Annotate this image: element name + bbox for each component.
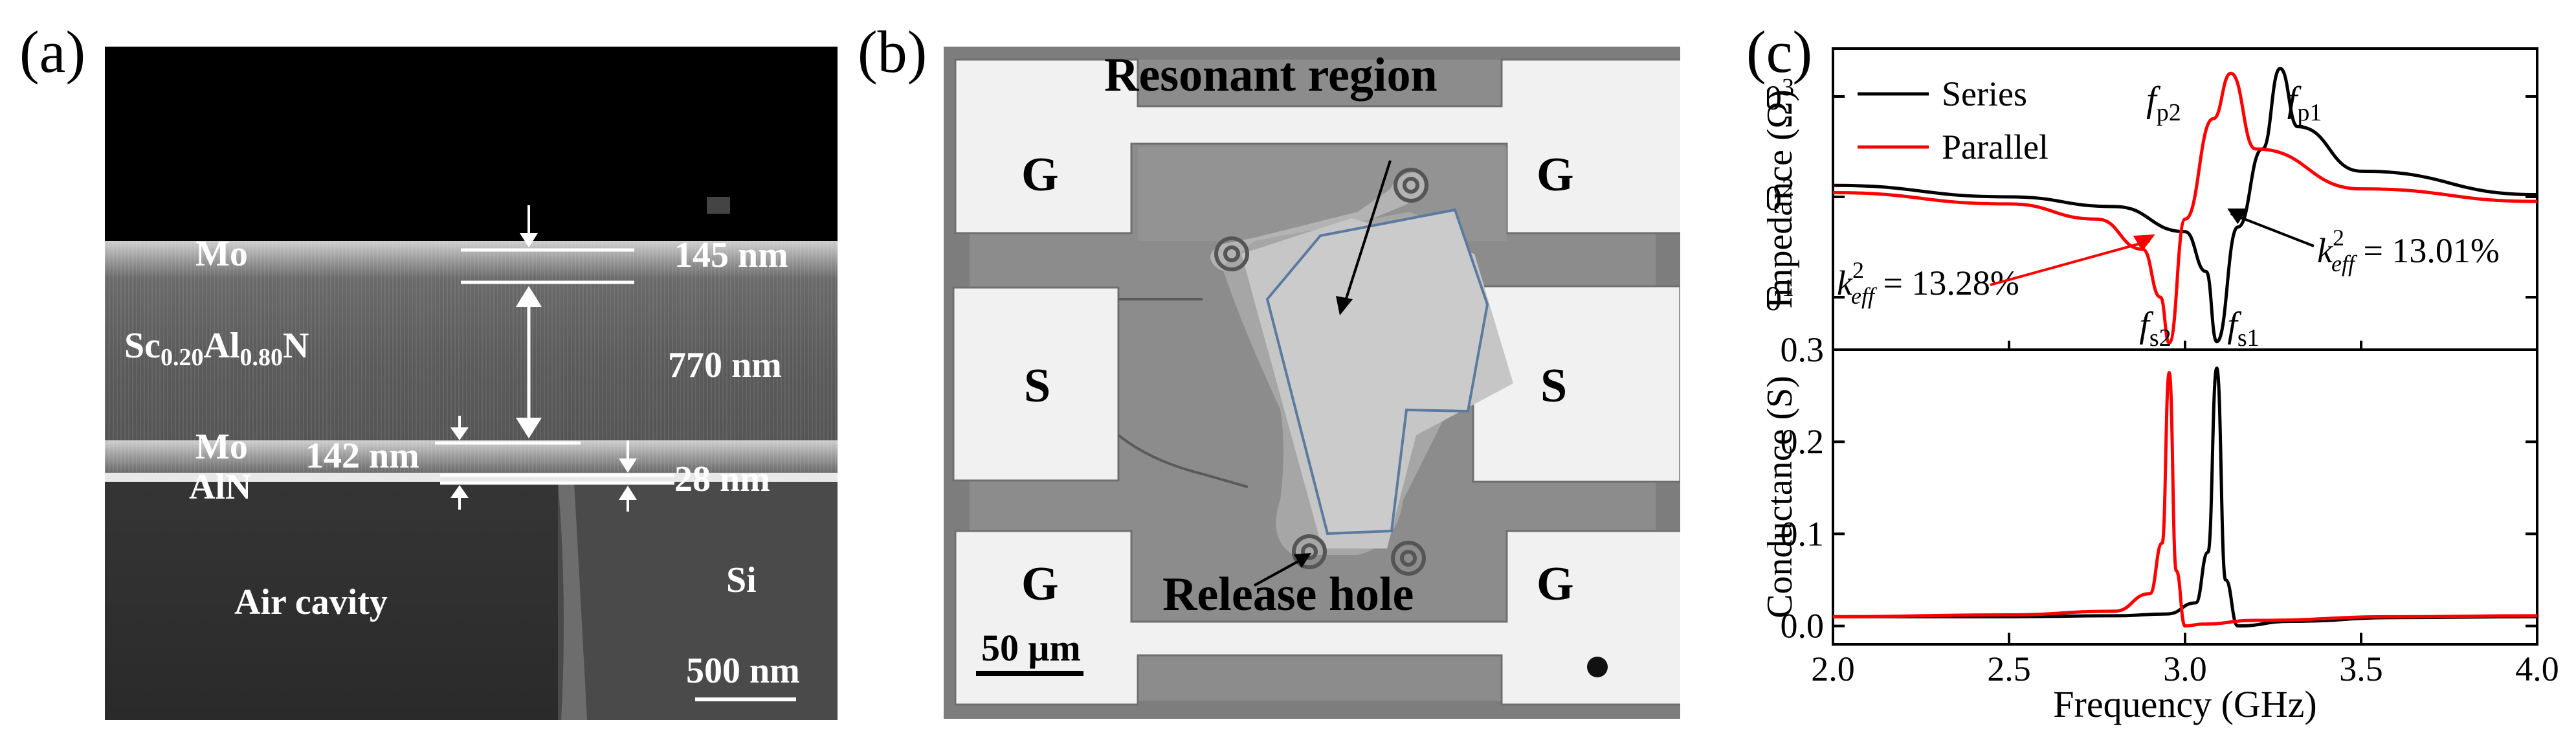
coupling-arrow-series — [2230, 212, 2315, 247]
frequency-tick-label: 2.5 — [1987, 650, 2031, 688]
sem-image: Mo Sc0.20Al0.80N Mo AlN Air cavity Si 14… — [105, 47, 838, 720]
pad-g-top-right: G — [1537, 148, 1574, 201]
coupling-arrowhead-parallel — [2133, 234, 2155, 251]
impedance-curve-parallel — [1832, 71, 2538, 345]
region-label-air-cavity: Air cavity — [234, 582, 388, 622]
resonant-region-label: Resonant region — [1104, 49, 1438, 102]
freq-label-s2: fs2 — [2139, 305, 2171, 352]
thickness-mo-top: 145 nm — [674, 235, 788, 275]
pad-g-bottom-left: G — [1021, 558, 1059, 611]
impedance-curve-series — [1832, 67, 2538, 344]
panel-label-a: (a) — [19, 19, 86, 85]
legend-label-parallel: Parallel — [1942, 128, 2049, 166]
impedance-axis-label: Impedance (Ω) — [1767, 89, 1800, 309]
impedance-conductance-chart: 101 102 103 0.0 0.1 0.2 0.3 2.0 2.5 3.0 3.5 4.0Freq… — [1767, 47, 2559, 725]
x-axis-label: Frequency (GHz) — [2053, 683, 2316, 725]
coupling-arrowhead-series — [2227, 209, 2248, 224]
layer-label-mo-top: Mo — [195, 234, 248, 274]
region-label-si: Si — [726, 560, 757, 600]
frequency-tick-label: 3.5 — [2339, 650, 2383, 688]
freq-label-p2: fp2 — [2146, 80, 2181, 126]
pad-s-left: S — [1024, 359, 1050, 413]
thickness-mo-bottom: 142 nm — [305, 436, 419, 476]
frequency-tick-label: 4.0 — [2515, 650, 2559, 688]
impedance-tick-label: 102 — [1767, 174, 1794, 218]
layer-label-scaln: Sc0.20Al0.80N — [124, 326, 309, 371]
conductance-curve-parallel — [1832, 371, 2538, 628]
thickness-scaln: 770 nm — [668, 345, 782, 385]
release-hole-label: Release hole — [1162, 568, 1414, 621]
sem-cross-section: Mo Sc0.20Al0.80N Mo AlN Air cavity Si 14… — [105, 47, 838, 720]
coupling-arrow-parallel — [1990, 240, 2151, 286]
frequency-tick-label: 3.0 — [2163, 650, 2207, 688]
conductance-curve-series — [1832, 366, 2538, 628]
optical-micrograph: Resonant region Release hole G G S S G G… — [944, 47, 1680, 719]
panel-label-c: (c) — [1746, 19, 1813, 85]
scale-bar-label-a: 500 nm — [686, 651, 800, 691]
thickness-aln: 28 nm — [674, 459, 770, 499]
conductance-tick-label: 0.3 — [1781, 330, 1825, 369]
conductance-tick-label: 0.1 — [1781, 514, 1825, 553]
conductance-axis-label: Conductance (S) — [1767, 376, 1800, 618]
impedance-tick-label: 103 — [1767, 74, 1794, 117]
pad-s-right: S — [1540, 359, 1567, 413]
pad-g-bottom-right: G — [1537, 558, 1574, 611]
scale-bar-label-b: 50 μm — [981, 627, 1081, 669]
frequency-tick-label: 2.0 — [1811, 650, 1855, 688]
panel-label-b: (b) — [858, 19, 927, 85]
freq-label-s1: fs1 — [2227, 305, 2259, 352]
conductance-tick-label: 0.2 — [1781, 422, 1825, 461]
layer-label-mo-bottom: Mo — [195, 427, 248, 467]
conductance-tick-label: 0.0 — [1781, 607, 1825, 646]
impedance-tick-label: 101 — [1767, 275, 1794, 318]
layer-label-aln: AlN — [189, 467, 251, 507]
pad-g-top-left: G — [1021, 148, 1059, 201]
freq-label-p1: fp1 — [2287, 80, 2322, 126]
micrograph-image: Resonant region Release hole G G S S G G… — [944, 47, 1680, 719]
legend-label-series: Series — [1942, 74, 2027, 113]
